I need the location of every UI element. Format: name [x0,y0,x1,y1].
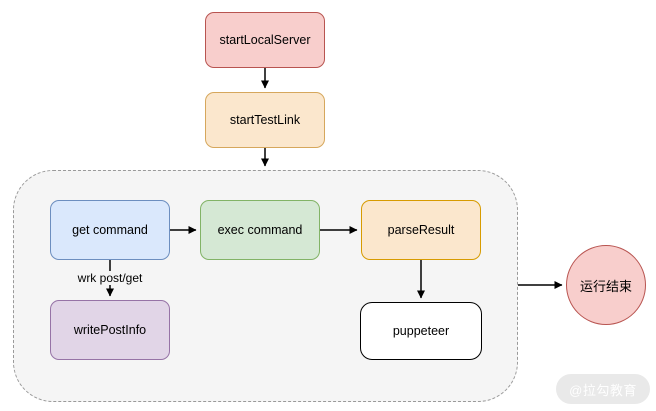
watermark-text: @拉勾教育 [569,382,637,398]
node-start-local-server-label: startLocalServer [219,33,311,47]
node-parse-result-label: parseResult [387,223,455,237]
node-puppeteer-label: puppeteer [392,324,450,338]
node-puppeteer: puppeteer [360,302,482,360]
node-run-end: 运行结束 [566,245,646,325]
node-start-test-link: startTestLink [205,92,325,148]
node-exec-command-label: exec command [217,223,303,237]
node-start-local-server: startLocalServer [205,12,325,68]
watermark-badge: @拉勾教育 [556,374,650,404]
node-write-post-info: writePostInfo [50,300,170,360]
edge-label-wrk-post-get: wrk post/get [74,271,146,285]
node-get-command-label: get command [72,223,148,237]
node-exec-command: exec command [200,200,320,260]
node-parse-result: parseResult [361,200,481,260]
node-get-command: get command [50,200,170,260]
node-write-post-info-label: writePostInfo [73,323,147,337]
node-start-test-link-label: startTestLink [229,113,301,127]
node-run-end-label: 运行结束 [579,278,632,294]
